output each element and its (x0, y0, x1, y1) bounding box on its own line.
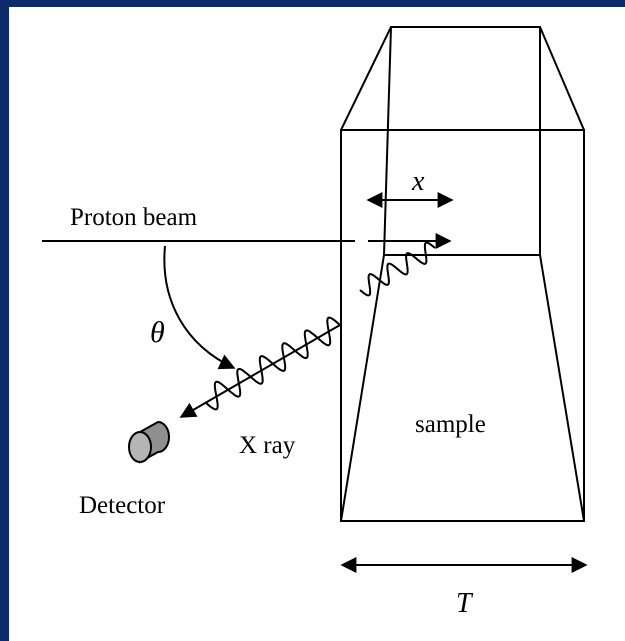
sample-edge-bl (340, 254, 385, 522)
depth-x-label: x (411, 166, 425, 197)
thickness-label: T (456, 588, 474, 619)
sample-box (340, 26, 585, 522)
xray-label: X ray (239, 432, 296, 459)
sample-edge-tl (340, 26, 392, 131)
xray-wave (204, 316, 341, 411)
sample-front-face (340, 129, 585, 522)
sample-edge-tr (539, 26, 585, 131)
xray-wave-inside-sample (359, 241, 436, 297)
detector-label: Detector (79, 492, 166, 519)
sample-edge-br (539, 254, 585, 522)
theta-label: θ (150, 316, 165, 349)
sample-label: sample (415, 411, 486, 438)
detector-icon (128, 420, 170, 464)
theta-arc-arrow (163, 245, 236, 370)
sample-back-face (382, 26, 541, 256)
diagram-canvas (9, 7, 625, 641)
proton-beam-label: Proton beam (70, 204, 198, 231)
